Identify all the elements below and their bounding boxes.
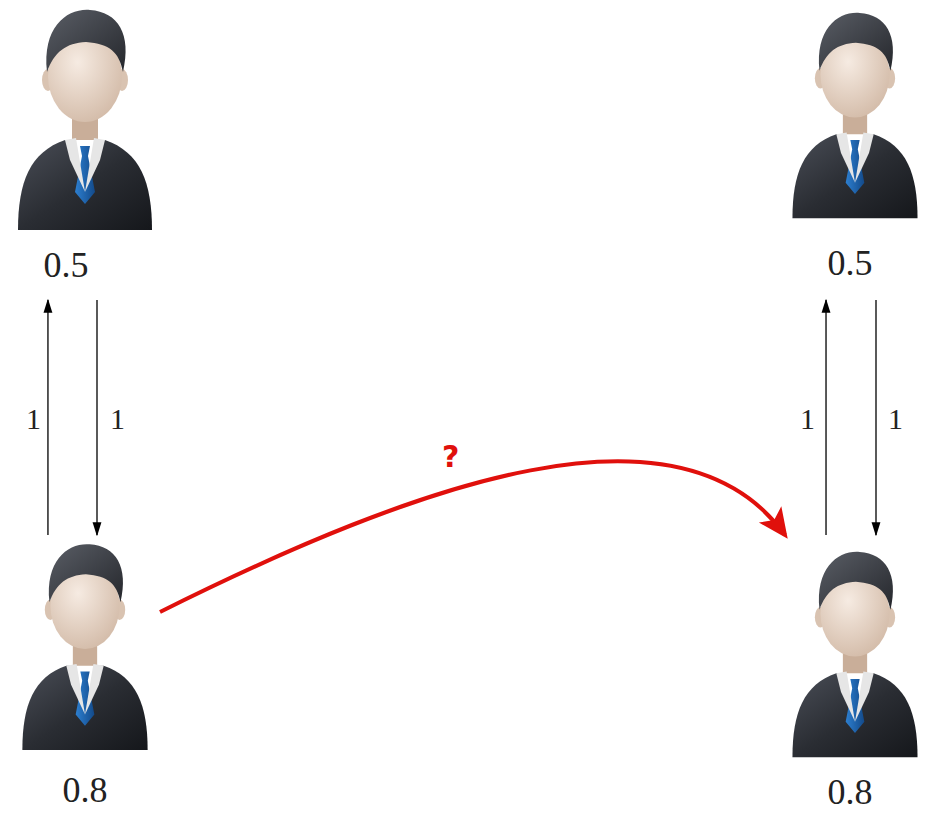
question-arrow [160, 461, 785, 612]
weight-arrow [47, 300, 48, 535]
edge-label: 1 [108, 402, 127, 435]
edge-label: ? [440, 440, 461, 473]
edge-label: 1 [886, 402, 905, 435]
person-node: 0.5 [10, 0, 160, 300]
person-node: 0.8 [10, 535, 160, 820]
node-value: 0.8 [63, 771, 108, 811]
node-value: 0.8 [828, 773, 873, 813]
weight-arrow [825, 300, 826, 535]
edge-label: 1 [798, 402, 817, 435]
weight-arrow [96, 300, 97, 535]
person-node: 0.8 [785, 535, 925, 820]
node-value: 0.5 [828, 244, 873, 284]
node-value: 0.5 [44, 246, 89, 286]
person-node: 0.5 [785, 0, 925, 300]
edge-label: 1 [24, 402, 43, 435]
weight-arrow [875, 300, 876, 535]
